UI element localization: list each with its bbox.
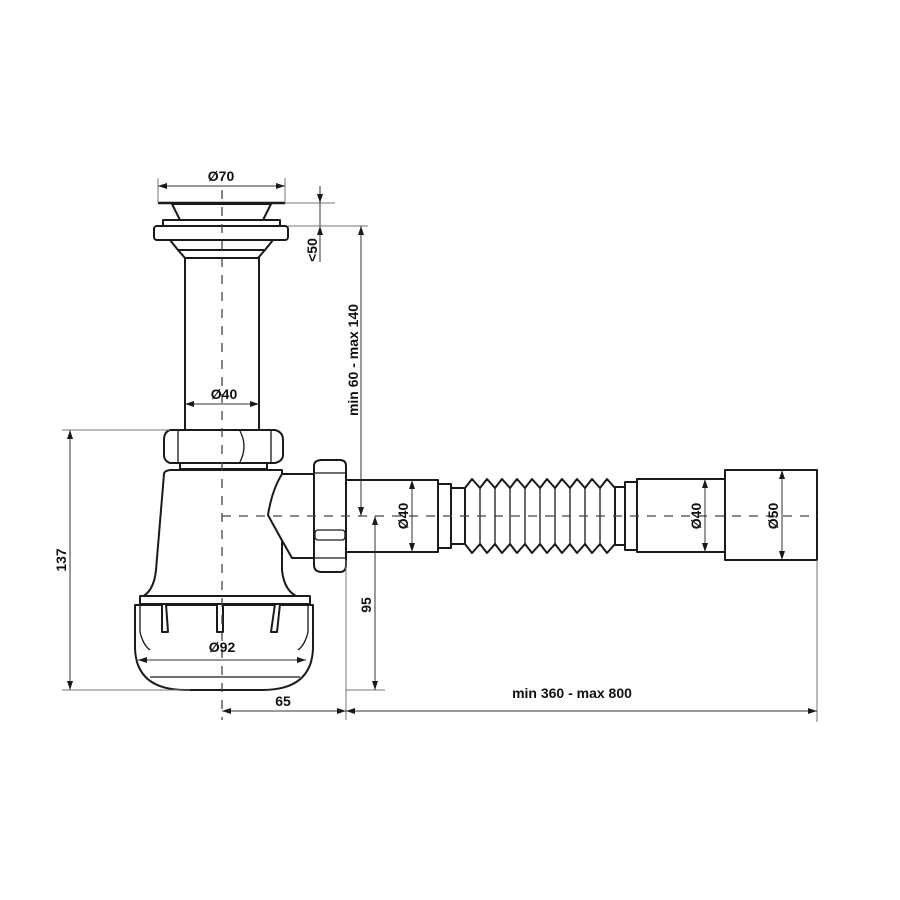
label-grate-diameter: Ø70: [208, 168, 235, 184]
siphon-bottle: [134, 459, 347, 691]
dim-hose-inlet-diameter: Ø40: [395, 480, 415, 552]
dim-siphon-height: 137: [53, 429, 190, 691]
dim-inlet-height: min 60 - max 140: [288, 225, 368, 516]
dim-grate-height: <50: [285, 186, 335, 262]
dim-offset: 65: [222, 560, 347, 720]
dim-grate-diameter: Ø70: [157, 168, 286, 203]
label-hose-outlet-diameter: Ø40: [688, 503, 704, 530]
dim-outlet-sleeve-diameter: Ø50: [765, 470, 785, 560]
label-outlet-height: 95: [358, 597, 374, 613]
label-hose-length: min 360 - max 800: [512, 685, 632, 701]
dim-outlet-height: 95: [346, 516, 385, 691]
hose-outlet-sleeve: [614, 469, 818, 561]
dim-bottle-diameter: Ø92: [138, 639, 306, 663]
label-inlet-height: min 60 - max 140: [345, 304, 361, 416]
corrugated-hose: [464, 478, 616, 554]
dim-hose-outlet-diameter: Ø40: [688, 479, 708, 552]
label-bottle-diameter: Ø92: [209, 639, 236, 655]
coupling-nut: [163, 429, 284, 470]
grate-assembly: [153, 201, 289, 259]
label-grate-height: <50: [304, 238, 320, 262]
label-siphon-height: 137: [53, 548, 69, 572]
dim-tailpiece-diameter: Ø40: [185, 386, 259, 407]
label-offset: 65: [275, 693, 291, 709]
label-outlet-sleeve-diameter: Ø50: [765, 503, 781, 530]
label-hose-inlet-diameter: Ø40: [395, 503, 411, 530]
label-tailpiece-diameter: Ø40: [211, 386, 238, 402]
dim-hose-length: min 360 - max 800: [346, 560, 818, 722]
